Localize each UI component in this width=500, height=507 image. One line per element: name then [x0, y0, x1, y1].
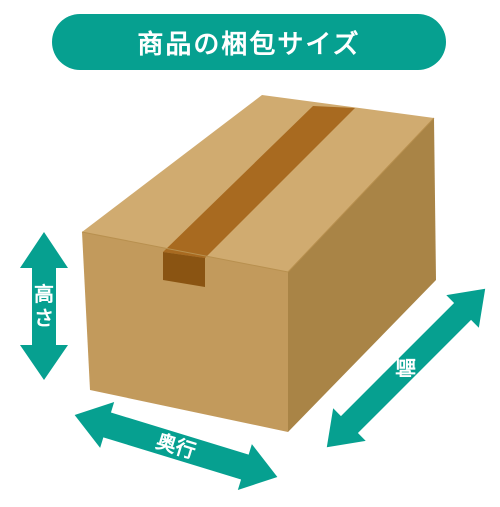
width-label: 幅: [394, 358, 418, 378]
depth-label: 奥行: [153, 429, 198, 464]
height-label-line2: さ: [34, 306, 54, 330]
height-label-line1: 高: [34, 282, 54, 306]
width-arrow-icon: 幅: [326, 288, 486, 448]
box-tape-front: [163, 252, 205, 287]
title-banner: 商品の梱包サイズ: [52, 14, 446, 70]
box-illustration: [81, 95, 436, 432]
box-side-face: [288, 118, 436, 432]
box-front-face: [82, 232, 288, 432]
box-tape-top: [163, 106, 355, 258]
page-title: 商品の梱包サイズ: [137, 29, 361, 60]
height-arrow-icon: [20, 232, 68, 380]
